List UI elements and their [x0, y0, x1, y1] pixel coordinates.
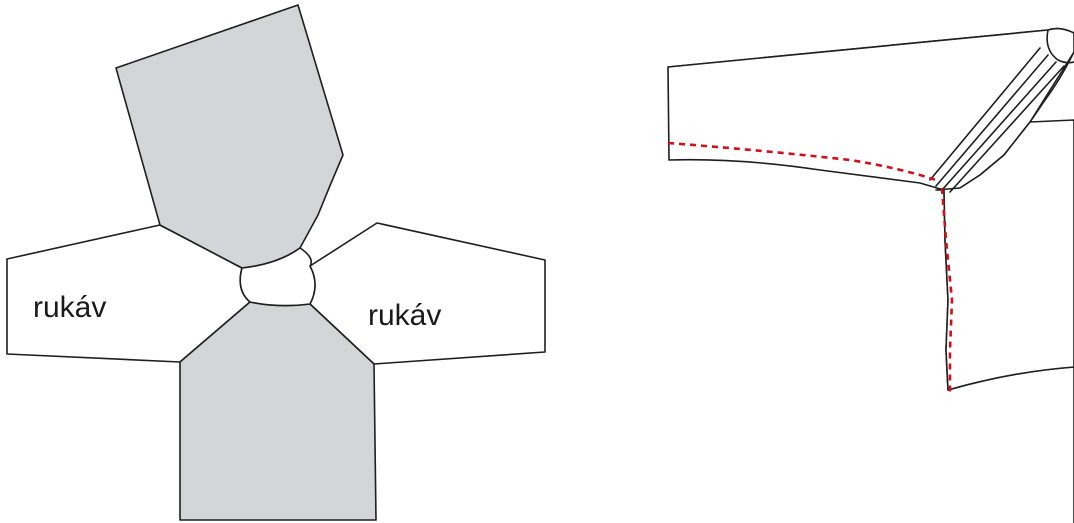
raglan-seam-line-4 — [949, 65, 1065, 193]
right-sleeve-label: rukáv — [368, 299, 441, 332]
body-side-outline — [935, 119, 1074, 391]
neckline-curve — [1046, 29, 1074, 64]
raglan-seam-line-3 — [941, 61, 1057, 191]
assembled-garment-view — [667, 27, 1074, 523]
raglan-seam-line-1 — [929, 47, 1041, 181]
sleeve-underarm-seam — [667, 141, 937, 182]
neck-opening — [239, 247, 316, 307]
sleeve-body-outline — [667, 27, 1074, 191]
raglan-seam-line-2 — [935, 54, 1049, 187]
left-sleeve-label: rukáv — [33, 291, 106, 324]
side-body-seam — [940, 187, 954, 394]
flat-pattern-layout: rukáv rukáv — [6, 4, 546, 521]
